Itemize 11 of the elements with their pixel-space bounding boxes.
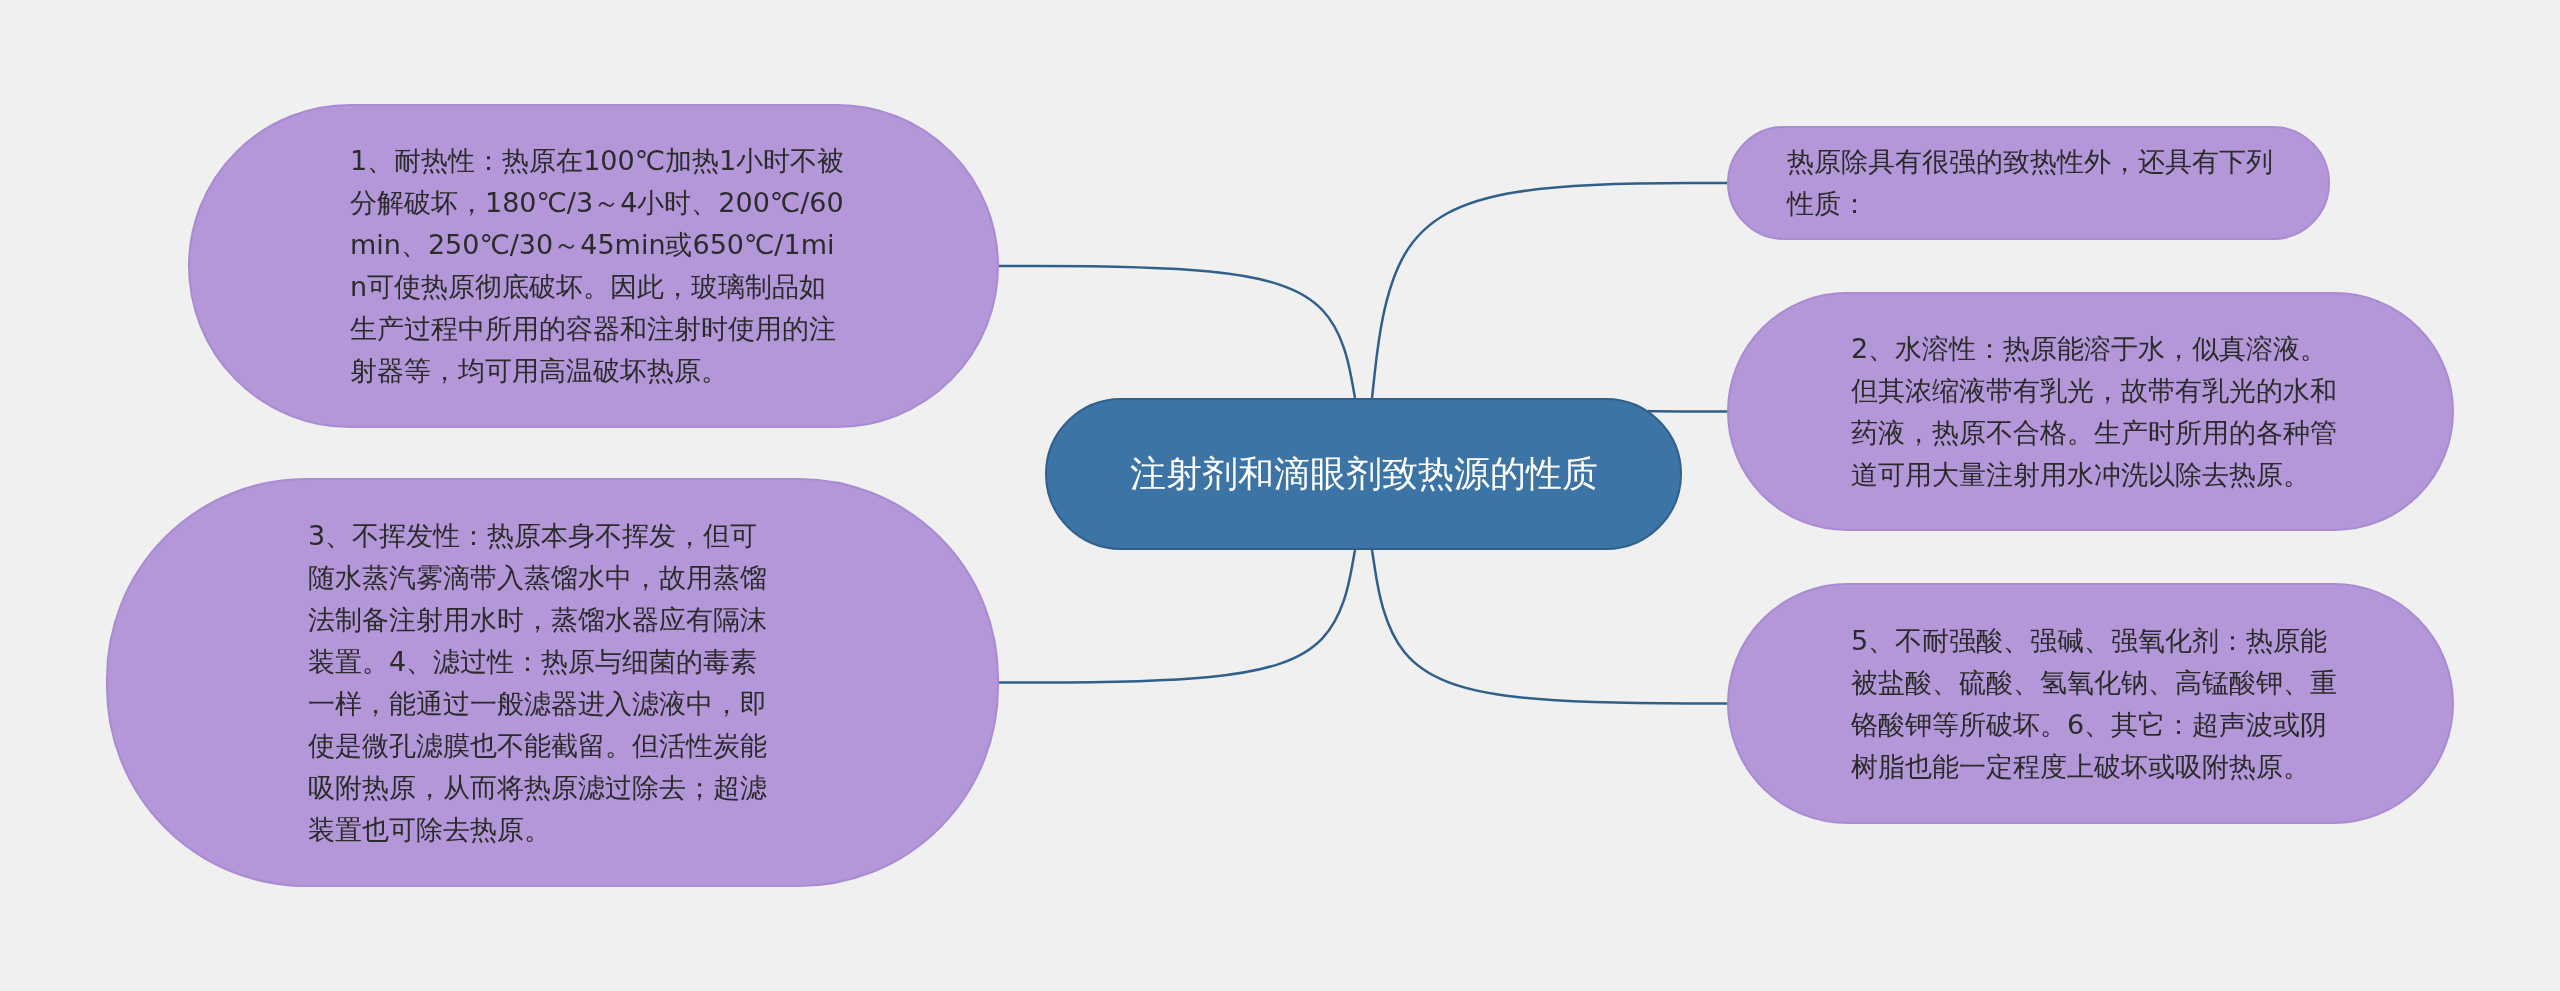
connector-line <box>999 264 1357 399</box>
connector-line <box>1370 549 1727 705</box>
subtopic-text: 5、不耐强酸、强碱、强氧化剂：热原能被盐酸、硫酸、氢氧化钠、高锰酸钾、重铬酸钾等所破坏。6、其它：超声波或阴树脂也能一定程度上破坏或吸附热原。 <box>1851 623 2338 784</box>
subtopic-text: 1、耐热性：热原在100℃加热1小时不被分解破坏，180℃/3～4小时、200℃/60min、250℃/30～45min或650℃/1min可使热原彻底破坏。因此，玻璃制品如生产过程中所用的容器和注射时使用的注射器等，均可用高温破坏热原。 <box>350 144 846 388</box>
connector-line <box>1647 409 1727 413</box>
connector-line <box>999 549 1357 684</box>
subtopic-text: 热原除具有很强的致热性外，还具有下列性质： <box>1787 145 2274 221</box>
topic-text: 注射剂和滴眼剂致热源的性质 <box>1128 452 1599 496</box>
subtopic-text: 2、水溶性：热原能溶于水，似真溶液。但其浓缩液带有乳光，故带有乳光的水和药液，热原不合格。生产时所用的各种管道可用大量注射用水冲洗以除去热原。 <box>1851 331 2338 492</box>
connector-line <box>1370 181 1727 399</box>
subtopic-text: 3、不挥发性：热原本身不挥发，但可随水蒸汽雾滴带入蒸馏水中，故用蒸馏法制备注射用水时，蒸馏水器应有隔沫装置。4、滤过性：热原与细菌的毒素一样，能通过一般滤器进入滤液中，即使是微孔滤膜也不能截留。但活性炭能吸附热原，从而将热原滤过除去；超滤装置也可除去热原。 <box>308 518 768 847</box>
